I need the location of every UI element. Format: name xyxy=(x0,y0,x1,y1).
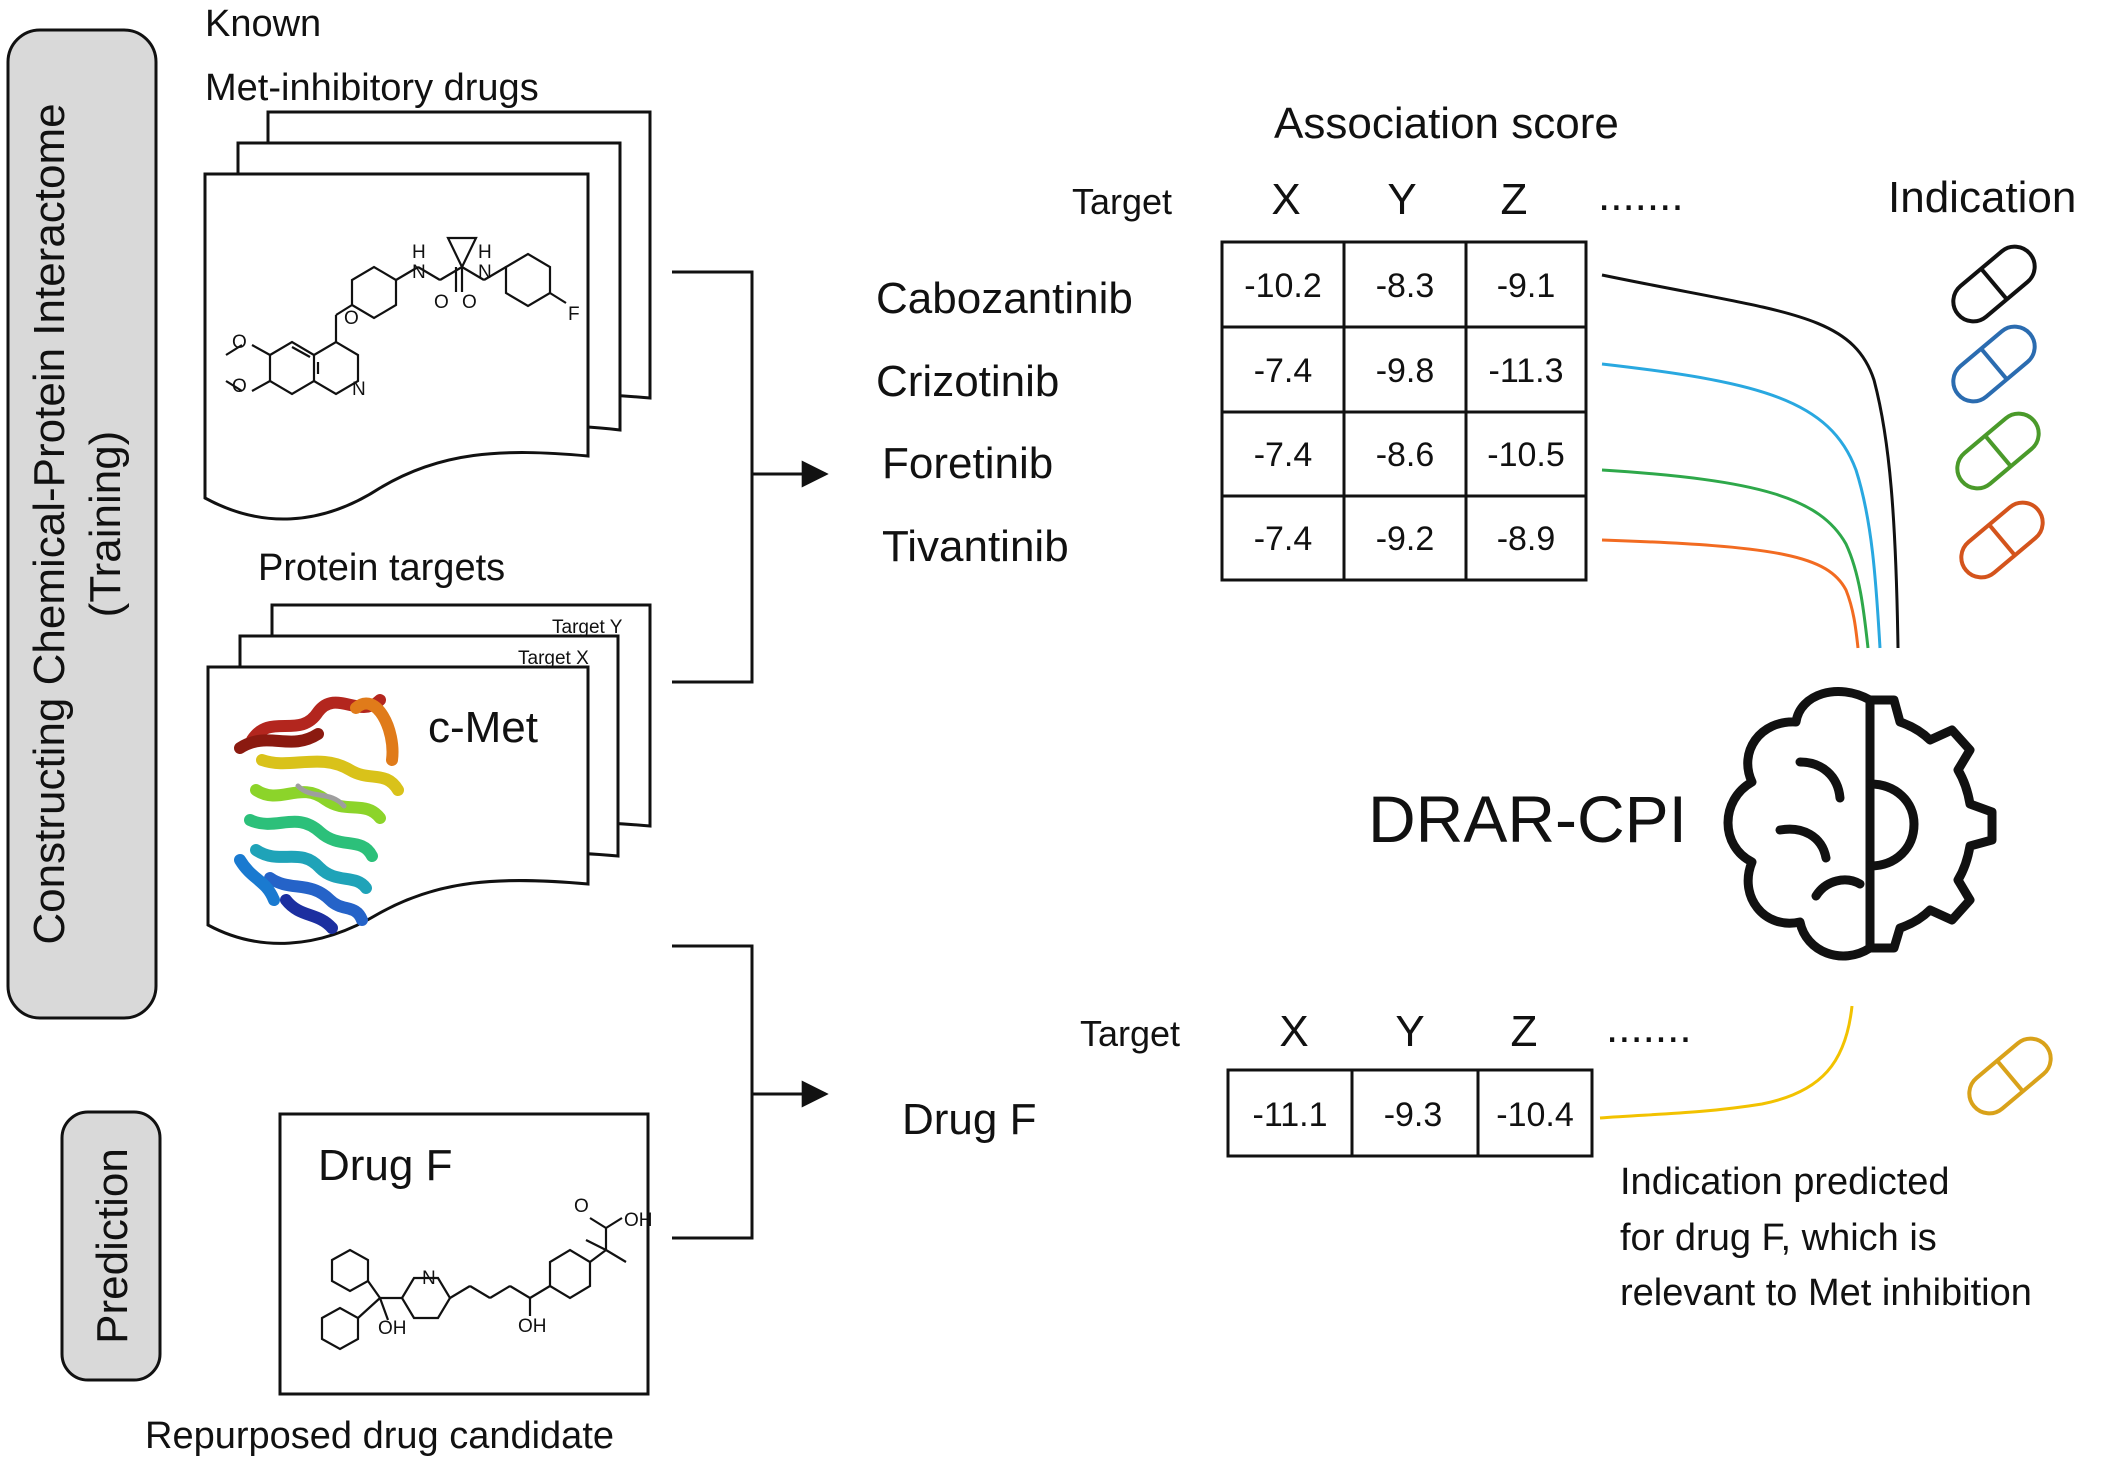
structure-label-o-ether: O xyxy=(344,308,359,329)
association-col-z: Z xyxy=(1501,175,1528,224)
prediction-col-z: Z xyxy=(1511,1007,1538,1056)
structure-label-h1: H xyxy=(412,242,426,263)
model-block: DRAR-CPI xyxy=(1368,687,1997,961)
drug-f-label-oh3: OH xyxy=(624,1210,653,1231)
training-panel: Constructing Chemical-Protein Interactom… xyxy=(6,28,158,1020)
structure-label-n1: N xyxy=(412,262,426,283)
drug-row-label-foretinib: Foretinib xyxy=(882,439,1053,488)
flow-curve-foretinib xyxy=(1601,468,1870,649)
target-x-label: Target X xyxy=(518,648,589,669)
protein-targets-stack: Protein targets Target Y Target X c-Met xyxy=(206,547,652,945)
structure-label-f: F xyxy=(568,304,580,325)
known-drugs-title-line1: Known xyxy=(205,3,321,45)
score-cell-r3-y: -8.6 xyxy=(1376,436,1435,474)
prediction-caption-line2: for drug F, which is xyxy=(1620,1217,1937,1259)
drug-row-label-crizotinib: Crizotinib xyxy=(876,357,1059,406)
cmet-protein-icon xyxy=(234,694,404,934)
score-cell-r2-x: -7.4 xyxy=(1254,352,1313,390)
prediction-score-y: -9.3 xyxy=(1384,1096,1443,1134)
score-cell-r1-y: -8.3 xyxy=(1376,267,1435,305)
flow-curves xyxy=(1599,273,1900,1120)
drug-row-label-tivantinib: Tivantinib xyxy=(882,522,1069,571)
protein-targets-title: Protein targets xyxy=(258,547,505,589)
prediction-target-label: Target xyxy=(1080,1013,1180,1054)
known-drugs-title-line2: Met-inhibitory drugs xyxy=(205,67,539,109)
structure-label-o2: O xyxy=(462,292,477,313)
prediction-col-x: X xyxy=(1279,1007,1308,1056)
prediction-score-z: -10.4 xyxy=(1496,1096,1574,1134)
pill-icon-cabozantinib xyxy=(1951,244,2037,324)
score-cell-r4-y: -9.2 xyxy=(1376,520,1435,558)
training-panel-box xyxy=(6,28,158,1020)
drug-f-label-oh2: OH xyxy=(518,1316,547,1337)
candidate-caption: Repurposed drug candidate xyxy=(145,1415,614,1457)
association-grid xyxy=(1220,240,1588,582)
structure-label-n2: N xyxy=(478,262,492,283)
fexofenadine-structure-icon xyxy=(320,1217,627,1351)
pill-icon-foretinib xyxy=(1955,411,2041,491)
training-connector xyxy=(672,270,829,684)
pill-icon-tivantinib xyxy=(1959,500,2045,580)
score-cell-r4-x: -7.4 xyxy=(1254,520,1313,558)
score-cell-r1-z: -9.1 xyxy=(1497,267,1556,305)
structure-label-o1: O xyxy=(434,292,449,313)
prediction-col-more: ....... xyxy=(1606,1003,1692,1052)
training-sublabel: (Training) xyxy=(81,431,130,618)
drug-f-candidate: Drug F N OH OH O OH Repurp xyxy=(145,1112,653,1457)
drug-row-label-cabozantinib: Cabozantinib xyxy=(876,274,1133,323)
structure-label-h2: H xyxy=(478,242,492,263)
flow-curve-cabozantinib xyxy=(1601,273,1900,649)
drug-f-label-o: O xyxy=(574,1196,589,1217)
indication-title: Indication xyxy=(1888,173,2076,222)
prediction-grid xyxy=(1226,1068,1594,1158)
model-name: DRAR-CPI xyxy=(1368,782,1687,856)
score-cell-r2-y: -9.8 xyxy=(1376,352,1435,390)
prediction-label: Prediction xyxy=(88,1148,137,1344)
target-y-label: Target Y xyxy=(552,617,623,638)
prediction-col-y: Y xyxy=(1395,1007,1424,1056)
prediction-caption-line3: relevant to Met inhibition xyxy=(1620,1272,2032,1314)
prediction-table: Target X Y Z ....... Drug F -11.1 -9.3 -… xyxy=(902,1003,2053,1314)
association-col-y: Y xyxy=(1387,175,1416,224)
pill-icon-crizotinib xyxy=(1951,324,2037,404)
flow-curve-crizotinib xyxy=(1601,362,1882,649)
score-cell-r1-x: -10.2 xyxy=(1244,267,1322,305)
association-target-label: Target xyxy=(1072,181,1172,222)
structure-label-o4: O xyxy=(232,376,247,397)
structure-label-o3: O xyxy=(232,332,247,353)
score-cell-r3-z: -10.5 xyxy=(1487,436,1565,474)
score-cell-r3-x: -7.4 xyxy=(1254,436,1313,474)
association-col-x: X xyxy=(1271,175,1300,224)
drug-f-label-oh1: OH xyxy=(378,1318,407,1339)
association-col-more: ....... xyxy=(1598,171,1684,220)
doc-page-front xyxy=(203,172,590,521)
drug-f-label-n: N xyxy=(422,1268,436,1289)
prediction-drug-label: Drug F xyxy=(902,1095,1036,1144)
brain-gear-icon xyxy=(1723,687,1997,961)
structure-label-n-ring: N xyxy=(352,379,366,400)
flow-curve-drug-f xyxy=(1599,1005,1854,1120)
prediction-caption-line1: Indication predicted xyxy=(1620,1161,1950,1203)
prediction-panel-box xyxy=(60,1110,162,1382)
training-label: Constructing Chemical-Protein Interactom… xyxy=(25,103,74,944)
known-drugs-stack: Known Met-inhibitory drugs xyxy=(203,3,652,521)
score-cell-r2-z: -11.3 xyxy=(1489,352,1564,390)
prediction-panel: Prediction xyxy=(60,1110,162,1382)
score-cell-r4-z: -8.9 xyxy=(1497,520,1556,558)
association-title: Association score xyxy=(1274,99,1619,148)
flow-curve-tivantinib xyxy=(1601,538,1860,649)
cmet-label: c-Met xyxy=(428,703,538,752)
indication-column: Indication xyxy=(1888,173,2076,580)
association-table: Association score Target X Y Z ....... C… xyxy=(876,99,1684,582)
pill-icon-drug-f xyxy=(1967,1036,2053,1116)
cabozantinib-structure-icon xyxy=(225,236,567,396)
prediction-connector xyxy=(672,944,829,1240)
drug-f-title: Drug F xyxy=(318,1141,452,1190)
prediction-score-x: -11.1 xyxy=(1253,1096,1328,1134)
